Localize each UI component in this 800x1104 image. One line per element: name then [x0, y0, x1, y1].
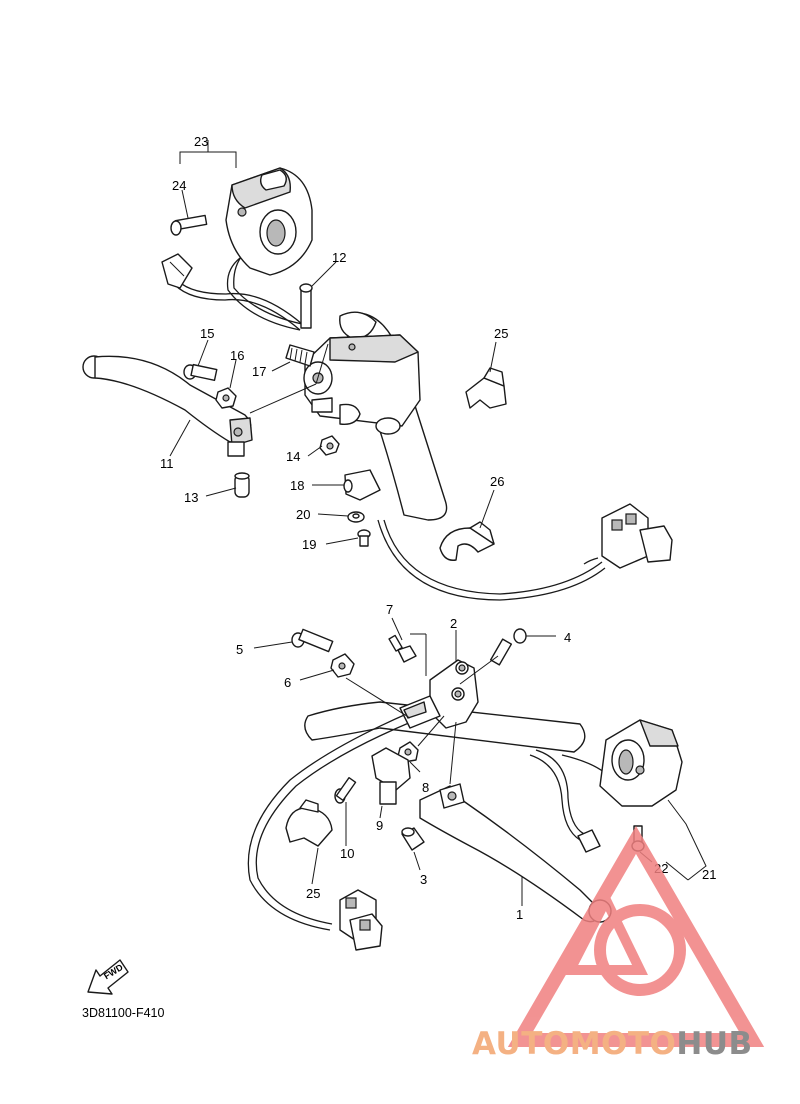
callout-1: 1 [516, 907, 523, 922]
callout-4: 4 [564, 630, 571, 645]
nut-16 [215, 387, 237, 409]
watermark-part2: HUB [676, 1026, 752, 1062]
callout-19: 19 [302, 537, 316, 552]
lower-connector [339, 889, 383, 951]
lower-wire-harness [247, 699, 613, 931]
brake-switch-18 [343, 469, 381, 501]
clamp-26 [439, 521, 495, 561]
washer-20 [347, 511, 365, 523]
callout-14: 14 [286, 449, 300, 464]
brake-lever [82, 355, 253, 457]
callout-13: 13 [184, 490, 198, 505]
upper-wire-harness [174, 251, 606, 601]
automotohub-logo-icon [507, 826, 765, 1047]
screw-10 [334, 776, 357, 804]
nut-6 [330, 653, 355, 678]
bolt-15 [183, 363, 218, 382]
callout-12: 12 [332, 250, 346, 265]
callout-10: 10 [340, 846, 354, 861]
lever-holder-2 [399, 659, 479, 729]
small-connector [577, 829, 601, 853]
right-handlebar-switch [225, 167, 313, 276]
callout-26: 26 [490, 474, 504, 489]
screw-19 [357, 529, 371, 547]
callout-7: 7 [386, 602, 393, 617]
watermark-text: AUTOMOTOHUB [472, 1026, 753, 1062]
callout-11: 11 [160, 456, 174, 471]
fwd-arrow-icon: FWD [87, 959, 129, 995]
collar-13 [234, 472, 250, 498]
callout-20: 20 [296, 507, 310, 522]
bolt-5 [291, 628, 334, 653]
callout-2: 2 [450, 616, 457, 631]
clamp-25-lower [285, 799, 333, 847]
bolt-4 [489, 628, 527, 666]
callout-16: 16 [230, 348, 244, 363]
callout-18: 18 [290, 478, 304, 493]
left-handlebar-switch [599, 719, 683, 807]
screw-24 [170, 214, 208, 236]
nut-14 [319, 435, 340, 456]
callout-23: 23 [194, 134, 208, 149]
callout-25-lower: 25 [306, 886, 320, 901]
callout-21: 21 [702, 867, 716, 882]
callout-25-upper: 25 [494, 326, 508, 341]
diagram-code: 3D81100-F410 [82, 1006, 165, 1020]
callout-numbers: 1 2 3 4 5 6 7 8 9 10 11 12 13 14 15 16 1… [160, 134, 716, 922]
callout-9: 9 [376, 818, 383, 833]
callout-15: 15 [200, 326, 214, 341]
callout-8: 8 [422, 780, 429, 795]
clutch-lever-1 [419, 783, 612, 923]
screw-7 [388, 634, 417, 663]
watermark-part1: AUTOMOTO [472, 1026, 676, 1062]
clamp-25-upper [465, 367, 507, 409]
upper-terminal [161, 253, 193, 289]
callout-6: 6 [284, 675, 291, 690]
collar-3 [401, 827, 425, 851]
callout-3: 3 [420, 872, 427, 887]
svg-text:AUTOMOTOHUB: AUTOMOTOHUB [472, 1026, 753, 1062]
clutch-switch-9 [371, 747, 411, 805]
callout-5: 5 [236, 642, 243, 657]
bolt-12 [299, 283, 313, 329]
master-cylinder [303, 334, 421, 435]
callout-17: 17 [252, 364, 266, 379]
callout-24: 24 [172, 178, 186, 193]
upper-connector [583, 503, 673, 569]
spring-17 [285, 344, 315, 367]
